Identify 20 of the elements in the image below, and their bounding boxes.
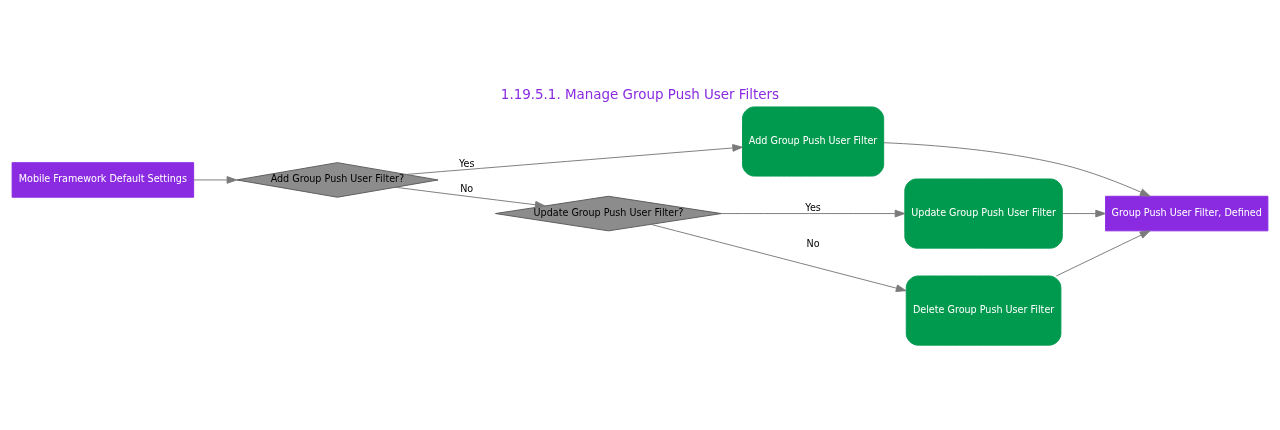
node-box: Mobile Framework Default Settings xyxy=(11,162,195,198)
edge-label: Yes xyxy=(458,158,475,170)
edge-label: No xyxy=(460,183,474,195)
node-diamond: Add Group Push User Filter? xyxy=(236,162,439,198)
edge-label: Yes xyxy=(805,201,821,213)
node-box: Update Group Push User Filter xyxy=(904,178,1063,249)
arrow xyxy=(193,176,238,184)
node-box: Delete Group Push User Filter xyxy=(905,275,1062,346)
arrow xyxy=(394,186,546,209)
diagram-title: 1.19.5.1. Manage Group Push User Filters xyxy=(500,87,780,103)
node-box: Group Push User Filter, Defined xyxy=(1105,195,1269,232)
node-box: Add Group Push User Filter xyxy=(742,106,885,177)
edge-label: No xyxy=(806,238,820,250)
arrow xyxy=(405,144,743,175)
arrow xyxy=(1055,230,1151,277)
arrow xyxy=(883,142,1151,197)
arrow xyxy=(1062,209,1106,218)
arrow xyxy=(720,209,906,218)
node-diamond: Update Group Push User Filter? xyxy=(495,195,722,232)
arrow xyxy=(650,223,907,292)
